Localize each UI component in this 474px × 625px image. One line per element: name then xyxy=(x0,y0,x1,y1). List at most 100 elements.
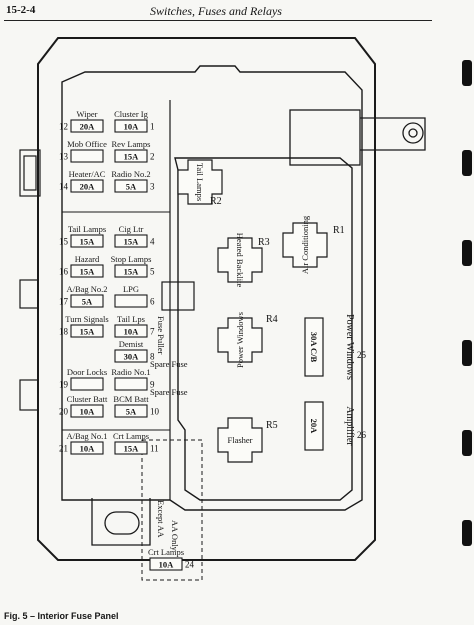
fuse-13: Mob Office 13 xyxy=(59,139,107,163)
fuse-label: Rev Lamps xyxy=(112,139,151,149)
fuse-number: 11 xyxy=(150,444,159,454)
bolt-icon xyxy=(402,122,424,144)
fuse-number: 21 xyxy=(59,444,68,454)
relay-id: R5 xyxy=(266,420,278,431)
fuse-slot xyxy=(114,324,148,338)
fuse-puller-label: Fuse Puller xyxy=(156,316,166,355)
fuse-rating: 15A xyxy=(124,237,140,247)
relay-id: R4 xyxy=(266,314,278,325)
fuse-rating: 15A xyxy=(80,237,96,247)
fuse-label: A/Bag No.1 xyxy=(66,431,107,441)
fuse-rating: 5A xyxy=(126,182,137,192)
fuse-label: Mob Office xyxy=(67,139,107,149)
fuse-9: Radio No.19 xyxy=(111,367,155,391)
fuse-label: Cig Ltr xyxy=(119,224,144,234)
fuse-number: 8 xyxy=(150,352,155,362)
fuse-label: Radio No.1 xyxy=(111,367,150,377)
fuse-rating: 15A xyxy=(80,267,96,277)
relay-label: Tail Lamps xyxy=(195,163,205,201)
fuse-label: Hazard xyxy=(75,254,100,264)
fuse-rating: 15A xyxy=(124,267,140,277)
fuse-label: Radio No.2 xyxy=(111,169,150,179)
fuse-rating: 20A xyxy=(80,182,96,192)
fuse-3: Radio No.2 5A 3 xyxy=(111,169,155,193)
binder-edge xyxy=(460,40,474,580)
page-title: Switches, Fuses and Relays xyxy=(150,4,282,18)
fuse-rating: 15A xyxy=(124,444,140,454)
fuse-11: Crt Lamps 15A 11 xyxy=(113,431,159,455)
fuse-label: Cluster Ig xyxy=(114,109,149,119)
fuse-rating: 10A xyxy=(124,327,140,337)
fuse-slot xyxy=(70,377,104,391)
relay-id: R2 xyxy=(210,196,222,207)
fuse-slot xyxy=(70,441,104,455)
fuse-1: Cluster Ig 10A 1 xyxy=(114,109,155,133)
fuse-label: LPG xyxy=(123,284,139,294)
panel-housing xyxy=(61,65,363,511)
fuse-slot xyxy=(149,557,183,571)
breaker-rating: 20A xyxy=(309,419,319,435)
fuse-number: 14 xyxy=(59,182,69,192)
spare-fuse-label: Spare Fuse xyxy=(150,387,188,397)
relay-id: R1 xyxy=(333,225,345,236)
fuse-label: Wiper xyxy=(77,109,98,119)
fuse-number: 5 xyxy=(150,267,155,277)
fuse-number: 2 xyxy=(150,152,155,162)
fuse-label: Crt Lamps xyxy=(113,431,149,441)
fuse-label: Crt Lamps xyxy=(148,547,184,557)
fuse-label: Tail Lps xyxy=(117,314,145,324)
breaker-slot xyxy=(304,401,324,451)
fuse-rating: 10A xyxy=(159,560,175,570)
fuse-slot xyxy=(70,234,104,248)
fuse-rating: 5A xyxy=(126,407,137,417)
fuse-label: Heater/AC xyxy=(69,169,106,179)
fuse-2: Rev Lamps 15A 2 xyxy=(112,139,155,163)
fuse-rating: 30A xyxy=(124,352,140,362)
fuse-slot xyxy=(70,324,104,338)
fuse-14: Heater/AC 20A 14 xyxy=(59,169,106,193)
fuse-slot xyxy=(70,404,104,418)
relay-label: Heated Backlite xyxy=(235,233,245,288)
fuse-label: BCM Batt xyxy=(113,394,149,404)
fuse-rating: 20A xyxy=(80,122,96,132)
relay-socket xyxy=(282,222,328,268)
relay-socket xyxy=(217,317,263,363)
relay-socket xyxy=(177,159,223,205)
panel-outline xyxy=(37,37,376,561)
figure-caption: Fig. 5 – Interior Fuse Panel xyxy=(4,611,119,621)
header-rule xyxy=(4,20,432,21)
fuse-slot xyxy=(70,294,104,308)
fuse-slot xyxy=(114,349,148,363)
fuse-number: 13 xyxy=(59,152,69,162)
fuse-rating: 15A xyxy=(124,152,140,162)
fuse-rating: 10A xyxy=(80,407,96,417)
fuse-number: 1 xyxy=(150,122,155,132)
left-connector-tabs xyxy=(19,149,41,411)
fuse-slot xyxy=(114,377,148,391)
fuse-slot xyxy=(114,264,148,278)
fuse-number: 18 xyxy=(59,327,69,337)
fuse-rating: 10A xyxy=(124,122,140,132)
relay-socket xyxy=(217,237,263,283)
fuse-slot xyxy=(70,119,104,133)
fuse-number: 3 xyxy=(150,182,155,192)
spare-fuse-label: Spare Fuse xyxy=(150,359,188,369)
fuse-slot xyxy=(70,264,104,278)
